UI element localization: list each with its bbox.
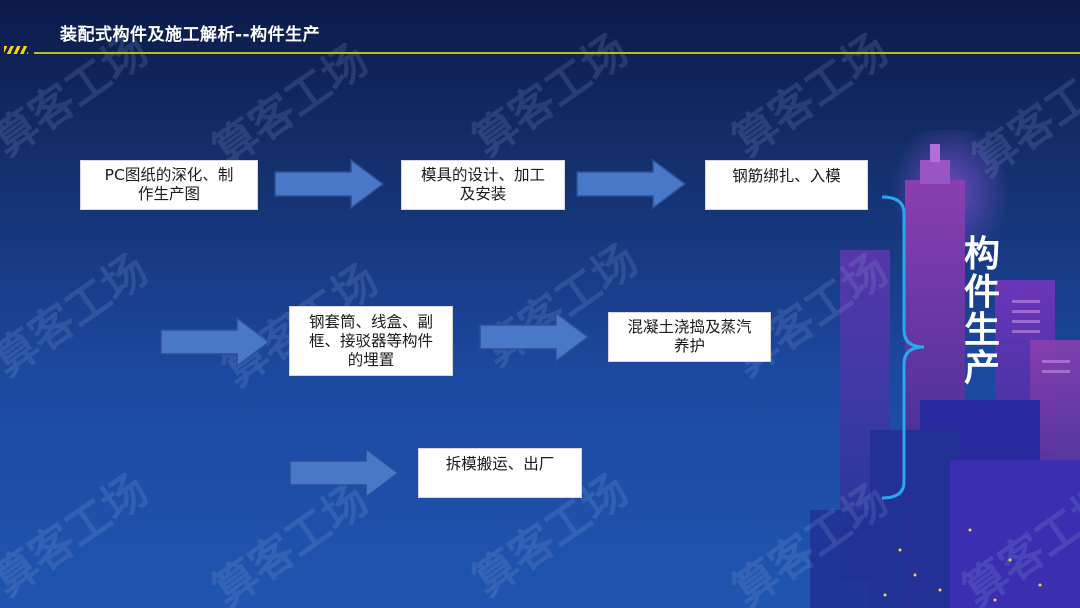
flow-step-1-line-2: 作生产图 <box>137 185 200 203</box>
right-arrow-icon <box>289 447 400 499</box>
flow-step-2: 模具的设计、加工 及安装 <box>401 160 565 210</box>
flow-step-6: 拆模搬运、出厂 <box>418 448 582 498</box>
flow-step-5-line-1: 混凝土浇捣及蒸汽 <box>627 318 752 336</box>
right-brace-icon <box>881 195 925 500</box>
right-arrow-icon <box>160 316 271 368</box>
flow-step-1-line-1: PC图纸的深化、制 <box>104 166 234 184</box>
side-label: 构 件 生 产 <box>960 236 1004 388</box>
header-stripe-accent <box>4 46 28 54</box>
right-arrow-icon <box>576 158 687 210</box>
watermark-text: 算客工场 <box>0 464 158 608</box>
side-label-char: 生 <box>963 310 1000 351</box>
header-bar: 装配式构件及施工解析--构件生产 <box>0 0 1080 56</box>
side-label-char: 产 <box>963 348 1000 389</box>
flow-step-2-line-1: 模具的设计、加工 <box>420 166 545 184</box>
flow-step-2-line-2: 及安装 <box>459 185 507 203</box>
header-rule <box>34 52 1080 54</box>
city-skyline-illustration <box>810 130 1080 608</box>
flow-step-4-line-3: 的埋置 <box>347 350 395 369</box>
right-arrow-icon <box>274 158 385 210</box>
flow-step-4-line-2: 框、接驳器等构件 <box>308 331 433 350</box>
page-title: 装配式构件及施工解析--构件生产 <box>60 25 321 45</box>
watermark-text: 算客工场 <box>0 244 158 388</box>
flow-step-4-line-1: 钢套筒、线盒、副 <box>308 312 433 331</box>
flow-step-5: 混凝土浇捣及蒸汽 养护 <box>608 312 771 362</box>
flow-step-4: 钢套筒、线盒、副 框、接驳器等构件 的埋置 <box>289 306 453 376</box>
flow-step-6-line-1: 拆模搬运、出厂 <box>445 455 555 473</box>
flow-step-3: 钢筋绑扎、入模 <box>705 160 868 210</box>
right-arrow-icon <box>479 311 590 363</box>
flow-step-5-line-2: 养护 <box>673 337 705 355</box>
flow-step-3-line-1: 钢筋绑扎、入模 <box>732 167 841 185</box>
flow-step-1: PC图纸的深化、制 作生产图 <box>80 160 258 210</box>
side-label-char: 构 <box>963 234 1000 275</box>
side-label-char: 件 <box>963 272 1000 313</box>
